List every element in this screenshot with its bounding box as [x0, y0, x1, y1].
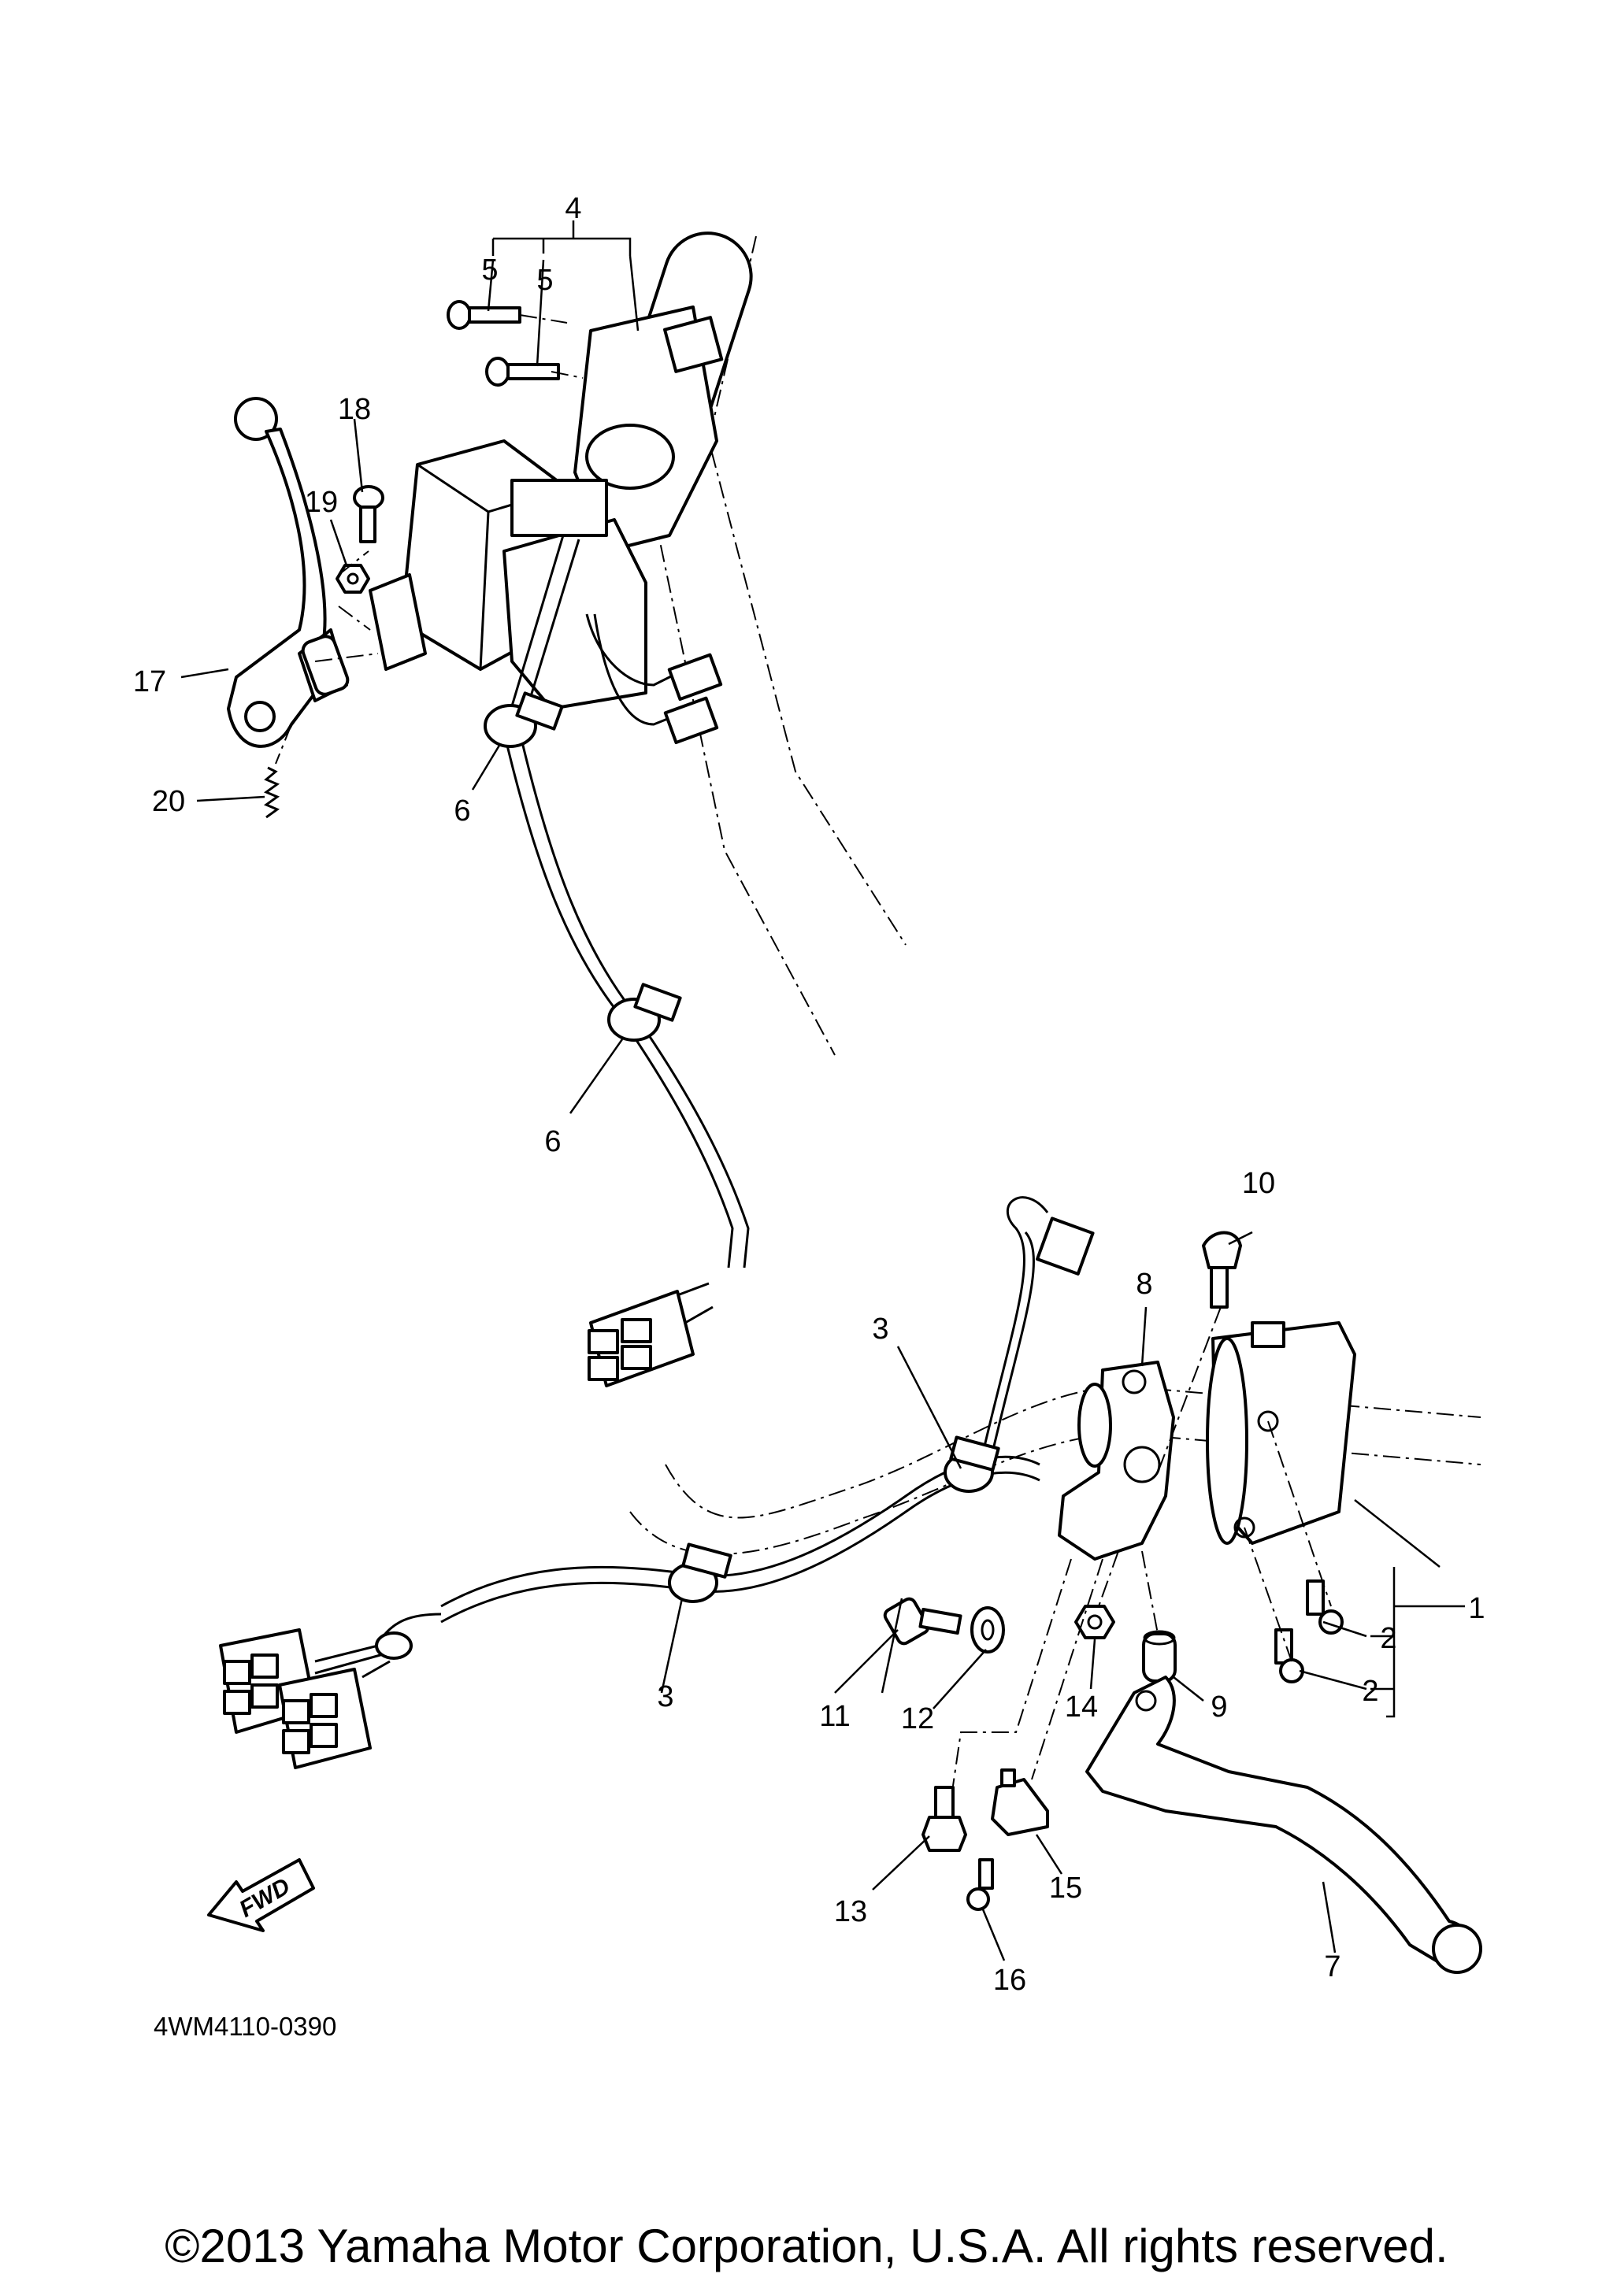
fwd-arrow-icon: FWD	[207, 1858, 315, 1932]
upper-switch-assembly	[573, 231, 753, 553]
callout-7: 7	[1324, 1950, 1340, 1983]
callout-6b: 6	[544, 1125, 561, 1158]
cable-clamp-3b	[944, 1435, 1000, 1493]
upper-coupler	[588, 1282, 714, 1387]
callout-11: 11	[819, 1700, 850, 1733]
switch-15	[991, 1768, 1049, 1836]
switch-housing-box	[369, 439, 647, 710]
collar-9	[1142, 1630, 1177, 1683]
callout-2a: 2	[1380, 1622, 1396, 1655]
lever-holder-8	[1058, 1361, 1175, 1561]
callout-18: 18	[338, 393, 371, 426]
nut-14	[1074, 1605, 1115, 1639]
right-switch-housing	[1206, 1321, 1356, 1545]
cable-clamp-3a	[668, 1542, 732, 1603]
diagram-code: 4WM4110-0390	[154, 2012, 336, 2041]
leader-lines	[180, 220, 1465, 1961]
callout-10: 10	[1242, 1167, 1275, 1200]
coupler-wires	[314, 1631, 413, 1679]
screw-16	[966, 1858, 994, 1911]
callout-4: 4	[565, 192, 581, 225]
callout-15: 15	[1049, 1872, 1082, 1905]
bolt-10	[1202, 1231, 1242, 1309]
callouts: 1 2 2 3 3 4 5 5 6 6 7 8 9 10 11 12 13 14…	[133, 192, 1485, 1997]
callout-13: 13	[834, 1895, 867, 1928]
washer-12	[970, 1606, 1005, 1653]
callout-12: 12	[901, 1702, 934, 1735]
callout-20: 20	[152, 785, 185, 818]
pivot-collar	[301, 635, 350, 696]
callout-1: 1	[1468, 1592, 1485, 1625]
screw-5a	[447, 300, 521, 330]
callout-3a: 3	[657, 1680, 673, 1713]
callout-3b: 3	[872, 1313, 888, 1346]
callout-19: 19	[305, 486, 338, 519]
callout-8: 8	[1136, 1268, 1152, 1301]
callout-16: 16	[993, 1964, 1026, 1997]
callout-2b: 2	[1362, 1675, 1378, 1708]
cable-clamp-6a	[484, 691, 564, 748]
callout-17: 17	[133, 665, 166, 698]
callout-14: 14	[1065, 1691, 1098, 1724]
nut-19	[336, 564, 370, 594]
callout-5a: 5	[481, 254, 498, 287]
callout-5b: 5	[536, 264, 553, 297]
screw-5b	[485, 357, 560, 387]
lower-coupler-right	[278, 1668, 372, 1769]
lower-wire-harness	[380, 1196, 1095, 1639]
screw-13	[921, 1786, 967, 1852]
callout-9: 9	[1211, 1691, 1227, 1724]
screw-2a	[1306, 1579, 1344, 1635]
bolt-18	[353, 485, 384, 543]
upper-wire-harness	[502, 535, 750, 1268]
brake-lever-7	[1085, 1676, 1482, 1974]
cable-clamp-6b	[607, 983, 682, 1042]
copyright-notice: ©2013 Yamaha Motor Corporation, U.S.A. A…	[165, 2220, 1448, 2272]
assembly-lines	[275, 314, 1332, 1787]
spring-20	[263, 766, 280, 819]
callout-6a: 6	[454, 794, 470, 828]
